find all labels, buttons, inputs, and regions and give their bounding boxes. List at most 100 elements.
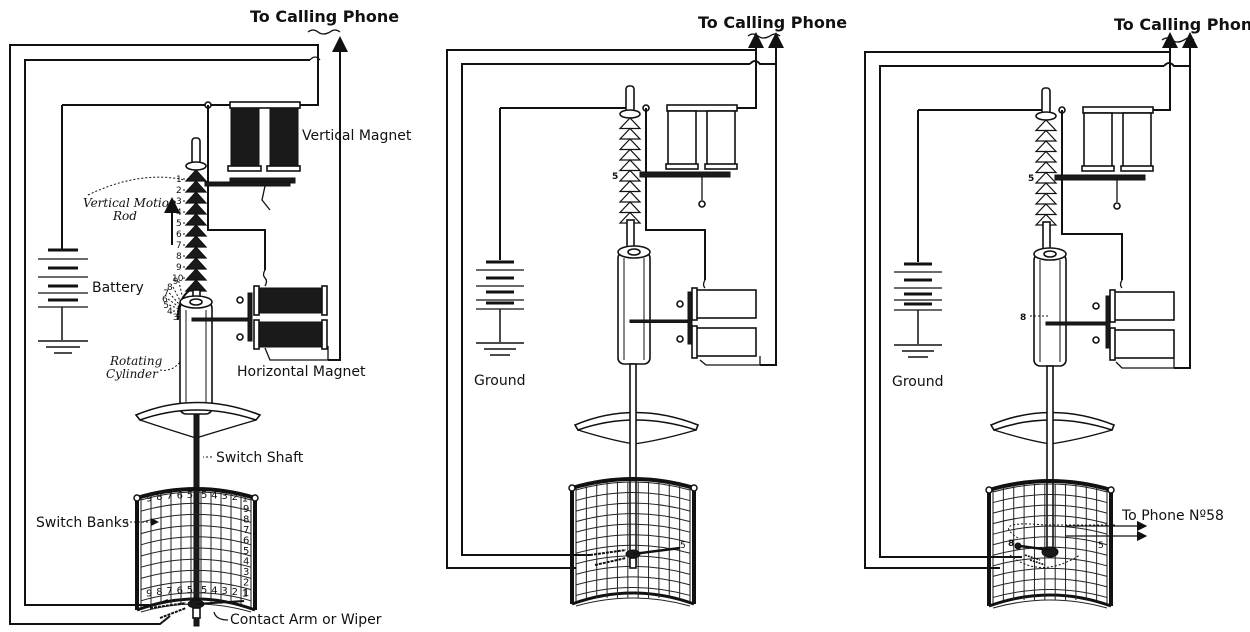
ratchet-tooth <box>1034 129 1058 142</box>
to-calling-phone-label: To Calling Phone <box>698 13 847 32</box>
rotating-cylinder <box>617 245 693 365</box>
bank-row-line <box>140 502 252 512</box>
to-calling-phone-label: To Calling Phone <box>1114 15 1250 34</box>
rotation-number: 3 <box>173 313 179 323</box>
rod-step-number: 9 <box>176 263 182 273</box>
horizontal-magnet <box>676 279 761 366</box>
battery-icon <box>894 262 942 344</box>
bank-bottom-number: 9 <box>146 588 152 599</box>
bank-row-line <box>575 513 691 523</box>
bank-side-number: 5 <box>243 546 249 557</box>
bank-row-line <box>575 544 691 554</box>
panel-3: To Calling Phone 5 <box>864 15 1250 609</box>
bank-bottom-number: 8 <box>156 587 162 598</box>
bank-row-line <box>140 525 252 535</box>
phone-lines <box>317 44 340 50</box>
ratchet-tooth <box>618 117 642 130</box>
ratchet-tooth <box>618 169 642 182</box>
ratchet-tooth <box>618 159 642 172</box>
ratchet-tooth <box>1034 140 1058 153</box>
bank-row-line <box>992 567 1108 577</box>
vertical-motion-rod-label: Vertical Motion <box>83 196 177 210</box>
ratchet-tooth <box>184 235 208 248</box>
ratchet-tooth <box>618 180 642 193</box>
bank-bottom-number: 1 <box>242 588 248 599</box>
bank-bottom-number: 7 <box>166 586 172 597</box>
bank-bottom-number: 6 <box>177 585 183 596</box>
ratchet-tooth <box>184 257 208 270</box>
ground-label: Ground <box>892 374 944 390</box>
bank-row-line <box>140 491 252 501</box>
ratchet-tooth <box>1034 119 1058 132</box>
bank-top-rail <box>136 487 256 500</box>
switch-shaft-label: Switch Shaft <box>216 450 304 466</box>
ratchet-tooth <box>1034 161 1058 174</box>
bank-row-line <box>992 504 1108 514</box>
bank-bottom-number: 5 <box>187 585 193 596</box>
rotation-number: 8 <box>167 283 173 293</box>
battery-icon <box>38 248 88 340</box>
wiper-row-label: 8 <box>1008 539 1014 549</box>
bank-top-number: 8 <box>156 492 162 503</box>
ratchet-tooth <box>1034 150 1058 163</box>
ground-icon <box>476 342 524 356</box>
horizontal-magnet-label: Horizontal Magnet <box>237 364 366 380</box>
ground-icon <box>894 344 942 358</box>
bank-side-number: 1 <box>243 588 249 599</box>
bank-row-line <box>575 576 691 586</box>
bank-side-number: 9 <box>243 504 249 515</box>
ratchet-tooth <box>184 202 208 215</box>
ratchet-tooth <box>1034 203 1058 216</box>
bank-bottom-rail <box>988 593 1112 608</box>
bank-top-number: 3 <box>221 491 227 502</box>
bank-row-line <box>992 589 1108 598</box>
bank-side-number: 2 <box>243 578 249 589</box>
ratchet-tooth <box>1034 171 1058 184</box>
bank-top-rail <box>988 479 1112 492</box>
panel-2: To Calling Phone 5 <box>446 13 847 607</box>
ratchet-tooth <box>618 127 642 140</box>
rod-step-number: 3 <box>176 197 182 207</box>
switch-bank <box>133 487 259 613</box>
bank-row-line <box>992 578 1108 588</box>
outer-wire <box>9 44 319 625</box>
horizontal-magnet <box>236 269 329 361</box>
bank-row-line <box>140 547 252 557</box>
bank-row-line <box>140 592 252 602</box>
bank-row-line <box>992 599 1108 609</box>
ratchet-tooth <box>618 201 642 214</box>
inner-wire <box>879 65 1164 558</box>
switch-banks-label: Switch Banks <box>36 515 129 531</box>
bank-row-line <box>575 534 691 544</box>
bank-side-number: 3 <box>243 567 249 578</box>
bank-top-rail <box>571 477 695 490</box>
rod-step-number: 6 <box>176 230 182 240</box>
vertical-motion-rod <box>1034 87 1058 253</box>
bank-row-line <box>575 523 691 533</box>
bank-row-line <box>140 558 252 568</box>
ratchet-tooth <box>184 169 208 182</box>
bank-top-number: 4 <box>211 490 217 501</box>
bank-row-line <box>575 481 691 491</box>
ratchet-tooth <box>184 213 208 226</box>
bank-row-line <box>575 502 691 512</box>
battery-label: Battery <box>92 280 144 296</box>
vertical-magnet <box>204 101 301 211</box>
rod-step-number: 7 <box>176 241 182 251</box>
bank-row-line <box>140 581 252 591</box>
bank-side-number: 8 <box>243 515 249 526</box>
bank-bottom-rail <box>571 591 695 606</box>
rod-step-number: 2 <box>176 186 182 196</box>
ratchet-tooth <box>184 246 208 259</box>
switch-shaft <box>193 413 200 627</box>
battery-icon <box>476 260 524 342</box>
bank-side-number: 7 <box>243 525 249 536</box>
switch-shaft <box>629 363 637 565</box>
bank-bottom-number: 2 <box>232 587 238 598</box>
bank-bottom-number: 5 <box>201 585 207 596</box>
rotation-number: 4 <box>167 307 173 317</box>
contact-arm-label: Contact Arm or Wiper <box>230 612 382 628</box>
bank-row-line <box>140 569 252 579</box>
